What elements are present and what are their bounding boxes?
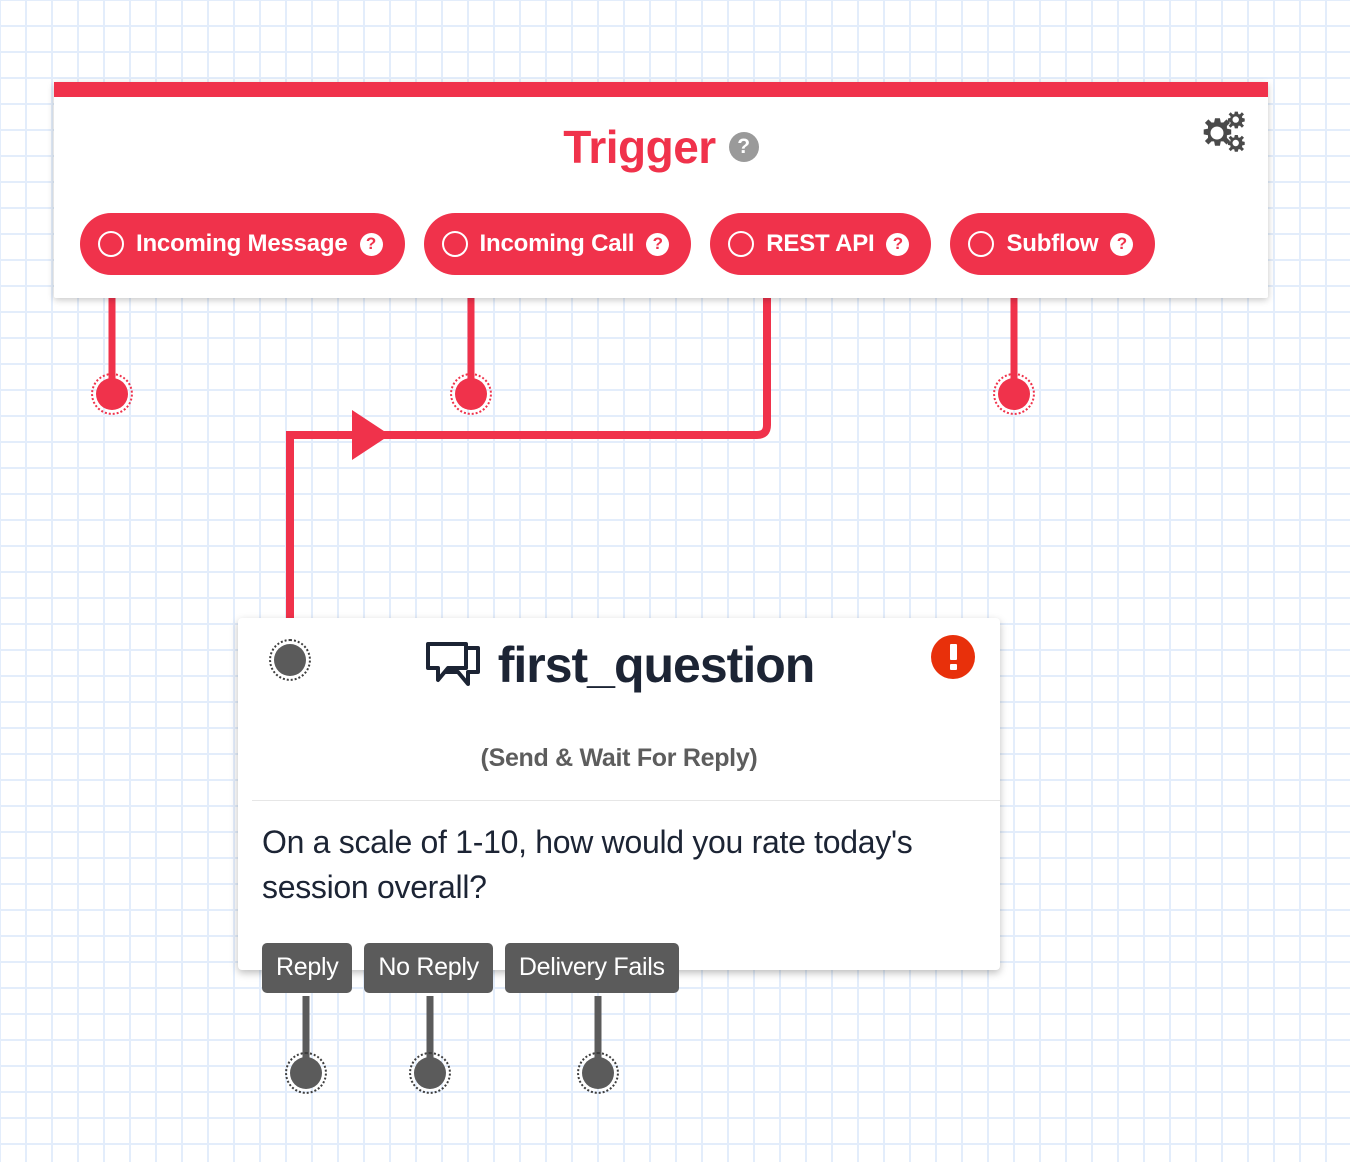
node-subtitle: (Send & Wait For Reply) — [480, 744, 758, 772]
trigger-card[interactable]: Trigger ? Incoming Message ? — [54, 82, 1268, 298]
trigger-pill-label: Incoming Call — [479, 230, 635, 257]
port-core — [455, 378, 487, 410]
output-tab-reply[interactable]: Reply — [262, 943, 353, 993]
port-node-input[interactable] — [269, 639, 311, 681]
trigger-pill-label: REST API — [766, 230, 875, 257]
port-core — [414, 1057, 446, 1089]
node-header: first_question — [238, 638, 1000, 693]
help-icon[interactable]: ? — [886, 232, 910, 256]
trigger-pill-incoming-message[interactable]: Incoming Message ? — [80, 213, 405, 275]
trigger-pill-row: Incoming Message ? Incoming Call ? REST … — [80, 213, 1156, 275]
help-icon[interactable]: ? — [1110, 232, 1134, 256]
node-message-text: On a scale of 1-10, how would you rate t… — [262, 824, 913, 906]
trigger-pill-label: Subflow — [1006, 230, 1099, 257]
edge-rest-api-tail — [286, 431, 352, 625]
divider — [252, 800, 1000, 801]
trigger-pill-subflow[interactable]: Subflow ? — [950, 213, 1156, 275]
exclamation-glyph — [949, 644, 957, 670]
port-delivery-fails-output[interactable] — [577, 1052, 619, 1094]
node-card-first-question[interactable]: first_question (Send & Wait For Reply) O… — [238, 618, 1000, 970]
speech-bubbles-icon — [425, 641, 480, 686]
port-core — [998, 378, 1030, 410]
output-tab-no-reply[interactable]: No Reply — [364, 943, 493, 993]
gears-icon-svg — [1203, 111, 1245, 152]
node-title: first_question — [497, 637, 816, 693]
port-core — [96, 378, 128, 410]
port-reply-output[interactable] — [285, 1052, 327, 1094]
edge-rest-api-to-first-question — [352, 278, 771, 439]
gears-icon[interactable] — [1188, 108, 1246, 158]
trigger-pill-incoming-call[interactable]: Incoming Call ? — [423, 213, 692, 275]
port-ring-icon — [441, 231, 468, 257]
edge-arrowhead-icon — [352, 410, 390, 460]
port-subflow-output[interactable] — [993, 373, 1035, 415]
trigger-pill-rest-api[interactable]: REST API ? — [710, 213, 932, 275]
port-incoming-message-output[interactable] — [91, 373, 133, 415]
help-icon[interactable]: ? — [359, 232, 383, 256]
port-core — [290, 1057, 322, 1089]
help-icon[interactable]: ? — [728, 132, 759, 162]
output-tab-delivery-fails[interactable]: Delivery Fails — [504, 943, 679, 993]
port-ring-icon — [98, 231, 124, 257]
port-core — [582, 1057, 614, 1089]
port-ring-icon — [968, 231, 995, 257]
port-core — [274, 644, 306, 676]
node-output-tabs: Reply No Reply Delivery Fails — [262, 943, 679, 993]
port-no-reply-output[interactable] — [409, 1052, 451, 1094]
port-incoming-call-output[interactable] — [450, 373, 492, 415]
error-exclamation-icon[interactable] — [931, 635, 975, 679]
page-title: Trigger — [563, 121, 716, 173]
help-icon[interactable]: ? — [646, 232, 670, 256]
port-ring-icon — [728, 231, 755, 257]
trigger-title-row: Trigger ? — [54, 124, 1268, 170]
trigger-accent-bar — [54, 82, 1268, 97]
trigger-pill-label: Incoming Message — [136, 230, 348, 257]
